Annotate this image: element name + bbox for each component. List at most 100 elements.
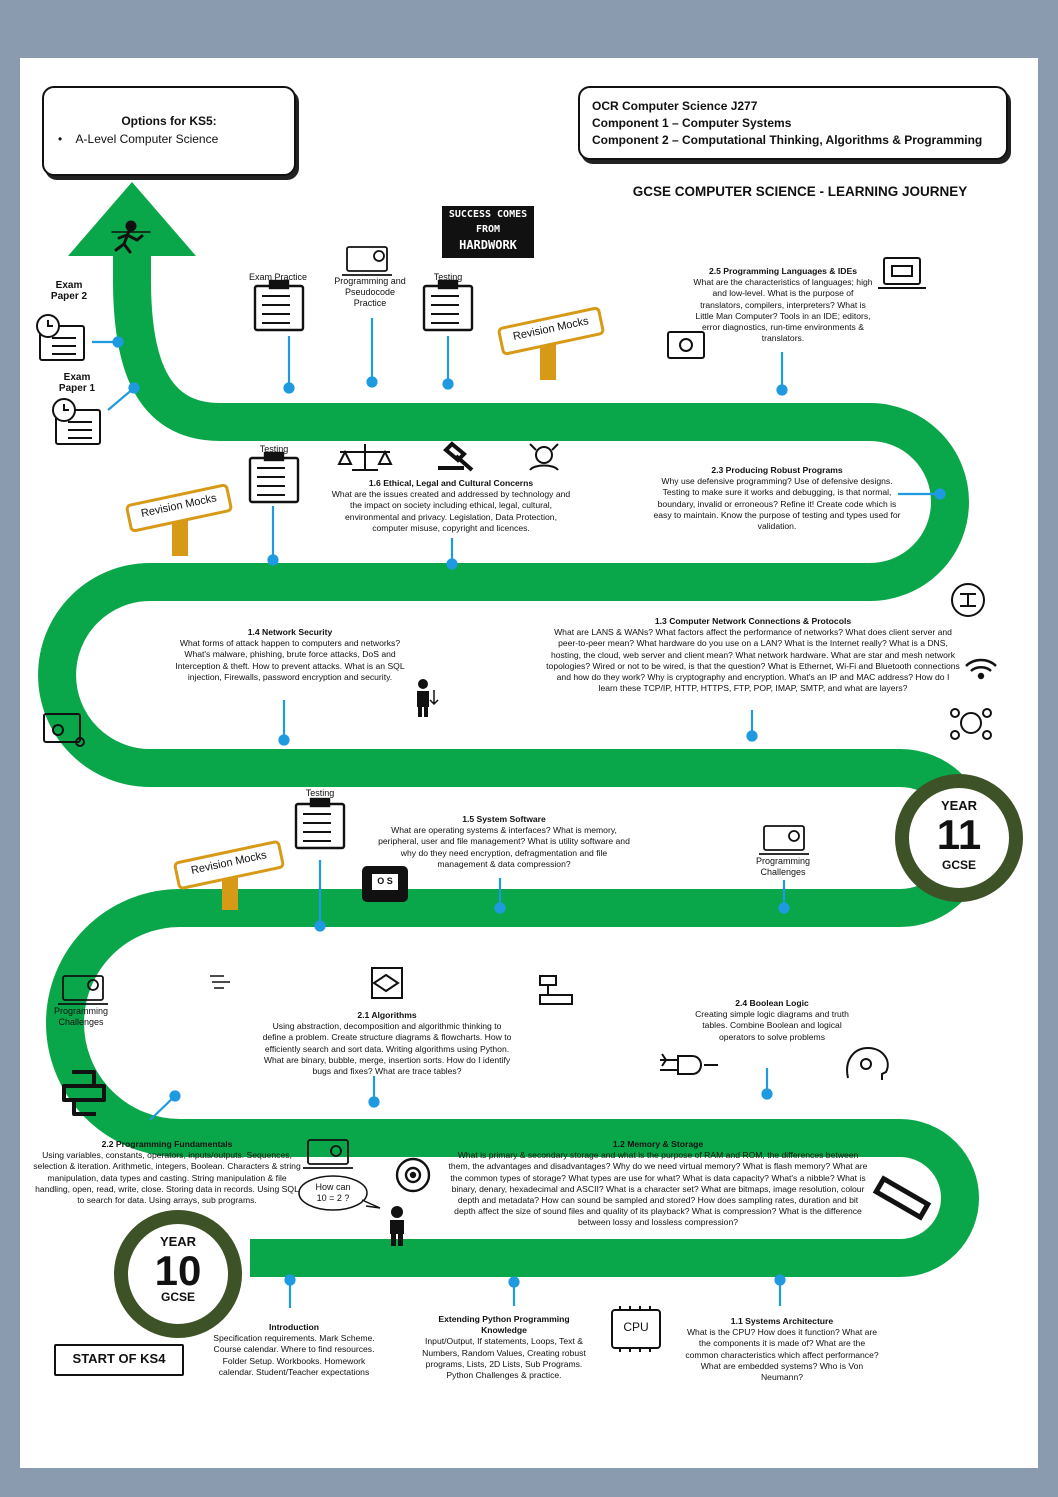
- os-icon-label: O S: [377, 876, 393, 886]
- clipboard-icon: [248, 451, 300, 504]
- exam-practice-label: Exam Practice: [248, 272, 308, 282]
- year11-gcse-word: GCSE: [941, 858, 976, 872]
- topic-2-3: 2.3 Producing Robust Programs Why use de…: [652, 465, 902, 532]
- topic-title: 1.3 Computer Network Connections & Proto…: [654, 616, 852, 626]
- topic-title: Extending Python Programming Knowledge: [438, 1314, 570, 1336]
- revision-sign-2: [125, 483, 233, 556]
- green-road: [38, 250, 989, 1277]
- exam-clock-icon: [52, 398, 101, 445]
- topic-title: 2.4 Boolean Logic: [735, 998, 809, 1008]
- police-officer-icon: [417, 679, 439, 717]
- python-logo-icon: [62, 1070, 106, 1116]
- topic-title: 1.5 System Software: [462, 814, 546, 824]
- exam-clock-icon: [36, 314, 85, 361]
- topic-1-6: 1.6 Ethical, Legal and Cultural Concerns…: [326, 478, 576, 534]
- year10-number: 10: [154, 1247, 202, 1294]
- thinking-head-icon: [846, 1046, 889, 1080]
- os-monitor-icon: [362, 866, 408, 902]
- mobile-code-icon: [667, 331, 705, 359]
- code-laptop-icon: [759, 825, 809, 855]
- code-laptop-icon: [303, 1139, 353, 1169]
- year10-gcse-word: GCSE: [160, 1290, 195, 1304]
- code-laptop-icon: [58, 975, 108, 1005]
- topic-1-3: 1.3 Computer Network Connections & Proto…: [546, 616, 960, 694]
- year10-year-word: YEAR: [159, 1234, 197, 1249]
- topic-2-4: 2.4 Boolean Logic Creating simple logic …: [692, 998, 852, 1043]
- topic-1-4: 1.4 Network Security What forms of attac…: [170, 627, 410, 683]
- year11-year-word: YEAR: [940, 798, 978, 813]
- programming-challenges-label: Programming Challenges: [755, 856, 811, 877]
- poster-line-1: SUCCESS COMES: [448, 209, 528, 220]
- revision-sign-3: [173, 840, 285, 910]
- binary-data-icon: [210, 975, 230, 989]
- clipboard-icon: [422, 279, 474, 332]
- connector-lines: [92, 318, 946, 1308]
- topic-introduction: Introduction Specification requirements.…: [206, 1322, 382, 1378]
- code-laptop-icon: [342, 246, 392, 276]
- thinking-person-icon: [390, 1206, 404, 1246]
- wifi-icon: [965, 658, 997, 680]
- spec-box: OCR Computer Science J277 Component 1 – …: [578, 86, 1008, 160]
- cpu-icon: [611, 1306, 661, 1352]
- motivation-poster: SUCCESS COMES FROM HARDWORK: [442, 206, 534, 258]
- poster-line-2: FROM: [475, 224, 501, 235]
- revision-sign-1: [497, 306, 605, 380]
- topic-body: What forms of attack happen to computers…: [175, 638, 405, 682]
- topic-title: Introduction: [268, 1322, 320, 1332]
- programming-pseudocode-label: Programming and Pseudocode Practice: [334, 276, 406, 308]
- ks5-options-item: • A-Level Computer Science: [58, 132, 219, 146]
- flowchart-icon: [371, 967, 403, 999]
- topic-body: Creating simple logic diagrams and truth…: [695, 1009, 849, 1042]
- topic-body: What are LANS & WANs? What factors affec…: [546, 627, 960, 694]
- topic-2-1: 2.1 Algorithms Using abstraction, decomp…: [262, 1010, 512, 1077]
- topic-1-1: 1.1 Systems Architecture What is the CPU…: [682, 1316, 882, 1383]
- exam-paper-1-label: Exam Paper 1: [58, 372, 96, 394]
- clipboard-icon: [253, 279, 305, 332]
- journey-title: GCSE COMPUTER SCIENCE - LEARNING JOURNEY: [632, 184, 968, 199]
- topic-body: What is primary & secondary storage and …: [448, 1150, 868, 1228]
- topic-title: 2.3 Producing Robust Programs: [711, 465, 843, 475]
- poster-line-3: HARDWORK: [459, 238, 517, 252]
- topic-1-2: 1.2 Memory & Storage What is primary & s…: [448, 1139, 868, 1229]
- topic-title: 2.1 Algorithms: [357, 1010, 417, 1020]
- spec-line-1: OCR Computer Science J277: [592, 99, 758, 113]
- ks5-options-title: Options for KS5:: [121, 114, 217, 128]
- connector: [107, 387, 135, 411]
- spec-line-2: Component 1 – Computer Systems: [592, 116, 792, 130]
- topic-body: What are operating systems & interfaces?…: [378, 825, 630, 869]
- topic-title: 1.6 Ethical, Legal and Cultural Concerns: [368, 478, 534, 488]
- speech-bubble: [298, 1175, 381, 1211]
- connector: [149, 1095, 176, 1121]
- global-network-icon: [950, 708, 992, 740]
- scales-icon: [337, 444, 393, 471]
- security-screen-icon: [43, 713, 85, 747]
- testing-label: Testing: [433, 272, 463, 282]
- start-ks4-label: START OF KS4: [72, 1351, 166, 1366]
- exam-paper-2-label: Exam Paper 2: [50, 280, 88, 302]
- testing-label: Testing: [259, 444, 289, 454]
- ks5-options-box: Options for KS5: • A-Level Computer Scie…: [42, 86, 296, 176]
- start-ks4-box: START OF KS4: [54, 1344, 184, 1376]
- spec-line-3: Component 2 – Computational Thinking, Al…: [592, 133, 983, 147]
- topic-title: 1.1 Systems Architecture: [730, 1316, 834, 1326]
- topic-body: Input/Output, If statements, Loops, Text…: [422, 1336, 586, 1381]
- finish-runner-icon: [111, 220, 151, 254]
- topic-body: What is the CPU? How does it function? W…: [685, 1327, 879, 1383]
- programming-challenges-label: Programming Challenges: [53, 1006, 109, 1027]
- topic-extending-python: Extending Python Programming Knowledge I…: [418, 1314, 590, 1381]
- gavel-icon: [438, 441, 474, 472]
- topic-body: Using variables, constants, operators, i…: [33, 1150, 301, 1206]
- topic-2-5: 2.5 Programming Languages & IDEs What ar…: [692, 266, 874, 344]
- topic-body: Specification requirements. Mark Scheme.…: [213, 1333, 375, 1377]
- year11-number: 11: [936, 811, 982, 858]
- topic-2-2: 2.2 Programming Fundamentals Using varia…: [32, 1139, 302, 1206]
- hacker-icon: [529, 443, 559, 471]
- logic-gate-icon: [660, 1053, 718, 1075]
- topic-title: 2.5 Programming Languages & IDEs: [708, 266, 858, 276]
- ram-chip-icon: [872, 1175, 932, 1221]
- cpu-icon-label: CPU: [623, 1320, 649, 1334]
- speech-bubble-text: How can 10 = 2 ?: [315, 1182, 351, 1203]
- topic-body: What are the issues created and addresse…: [331, 489, 571, 533]
- testing-label: Testing: [305, 788, 335, 798]
